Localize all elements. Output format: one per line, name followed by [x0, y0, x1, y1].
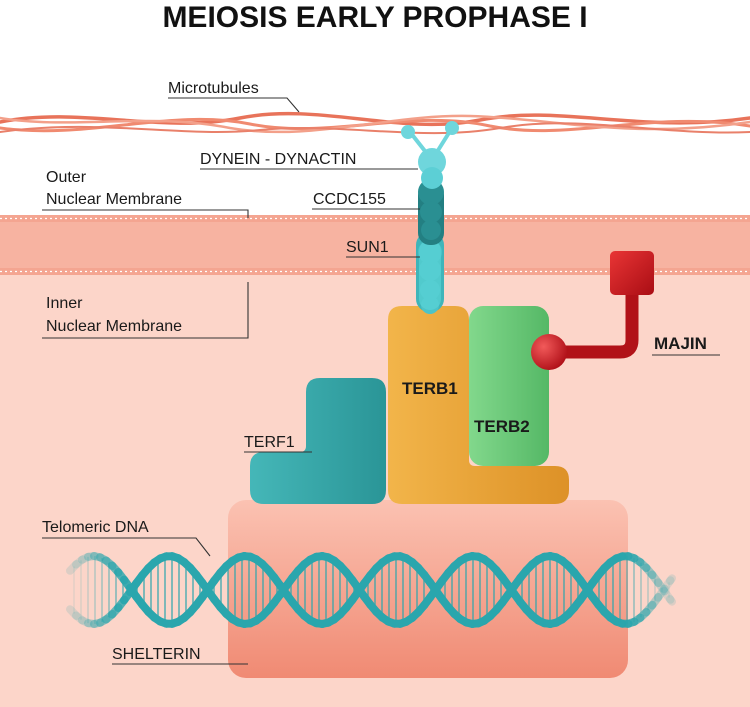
dna-strand-a: [636, 557, 651, 573]
terb1-protein: [388, 306, 569, 504]
dna-strand-b: [636, 607, 651, 623]
dna-strand-a: [654, 578, 669, 596]
terb2-protein: [469, 306, 549, 466]
label-inner-membrane-line1: Inner: [46, 295, 83, 312]
shelterin-complex: [228, 500, 628, 678]
dna-strand-a: [72, 611, 87, 625]
dna-strand-b: [660, 576, 675, 594]
label-sun1: SUN1: [346, 239, 389, 256]
dna-strand-b: [648, 592, 663, 610]
label-inner-membrane-line2: Nuclear Membrane: [46, 318, 182, 335]
label-ccdc155: CCDC155: [313, 191, 386, 208]
label-terb1: TERB1: [402, 379, 458, 398]
dynein-dynactin-protein: [401, 121, 459, 189]
dna-strand-b: [654, 584, 669, 602]
majin-protein: [531, 251, 654, 370]
dna-strand-b: [66, 560, 81, 575]
label-majin: MAJIN: [654, 334, 707, 353]
label-outer-membrane-line1: Outer: [46, 169, 87, 186]
microtubules: [0, 111, 750, 135]
dna-strand-b: [642, 600, 657, 617]
leader-lines: [42, 97, 720, 665]
dna-strand-a: [78, 616, 93, 628]
dna-strand-b: [666, 574, 676, 585]
label-telomeric-dna: Telomeric DNA: [42, 519, 149, 536]
label-terb2: TERB2: [474, 417, 530, 436]
dna-strand-b: [78, 552, 93, 564]
label-terf1: TERF1: [244, 434, 295, 451]
telomeric-dna-helix: [66, 552, 676, 628]
terf1-protein: [250, 378, 386, 504]
label-outer-membrane-line2: Nuclear Membrane: [46, 191, 182, 208]
dna-strand-a: [648, 570, 663, 588]
dna-strand-a: [642, 563, 657, 580]
dna-strand-a: [84, 619, 99, 628]
sun1-protein: [416, 232, 444, 314]
ccdc155-protein: [418, 179, 444, 245]
dna-strand-b: [84, 552, 99, 561]
diagram-title: MEIOSIS EARLY PROPHASE I: [162, 1, 587, 34]
label-shelterin: SHELTERIN: [112, 646, 201, 663]
label-microtubules: Microtubules: [168, 80, 259, 97]
label-dynein-dynactin: DYNEIN - DYNACTIN: [200, 151, 356, 168]
dna-strand-a: [66, 605, 81, 620]
dna-strand-b: [72, 555, 87, 569]
dna-strand-a: [666, 595, 676, 606]
dna-strand-a: [660, 586, 675, 604]
